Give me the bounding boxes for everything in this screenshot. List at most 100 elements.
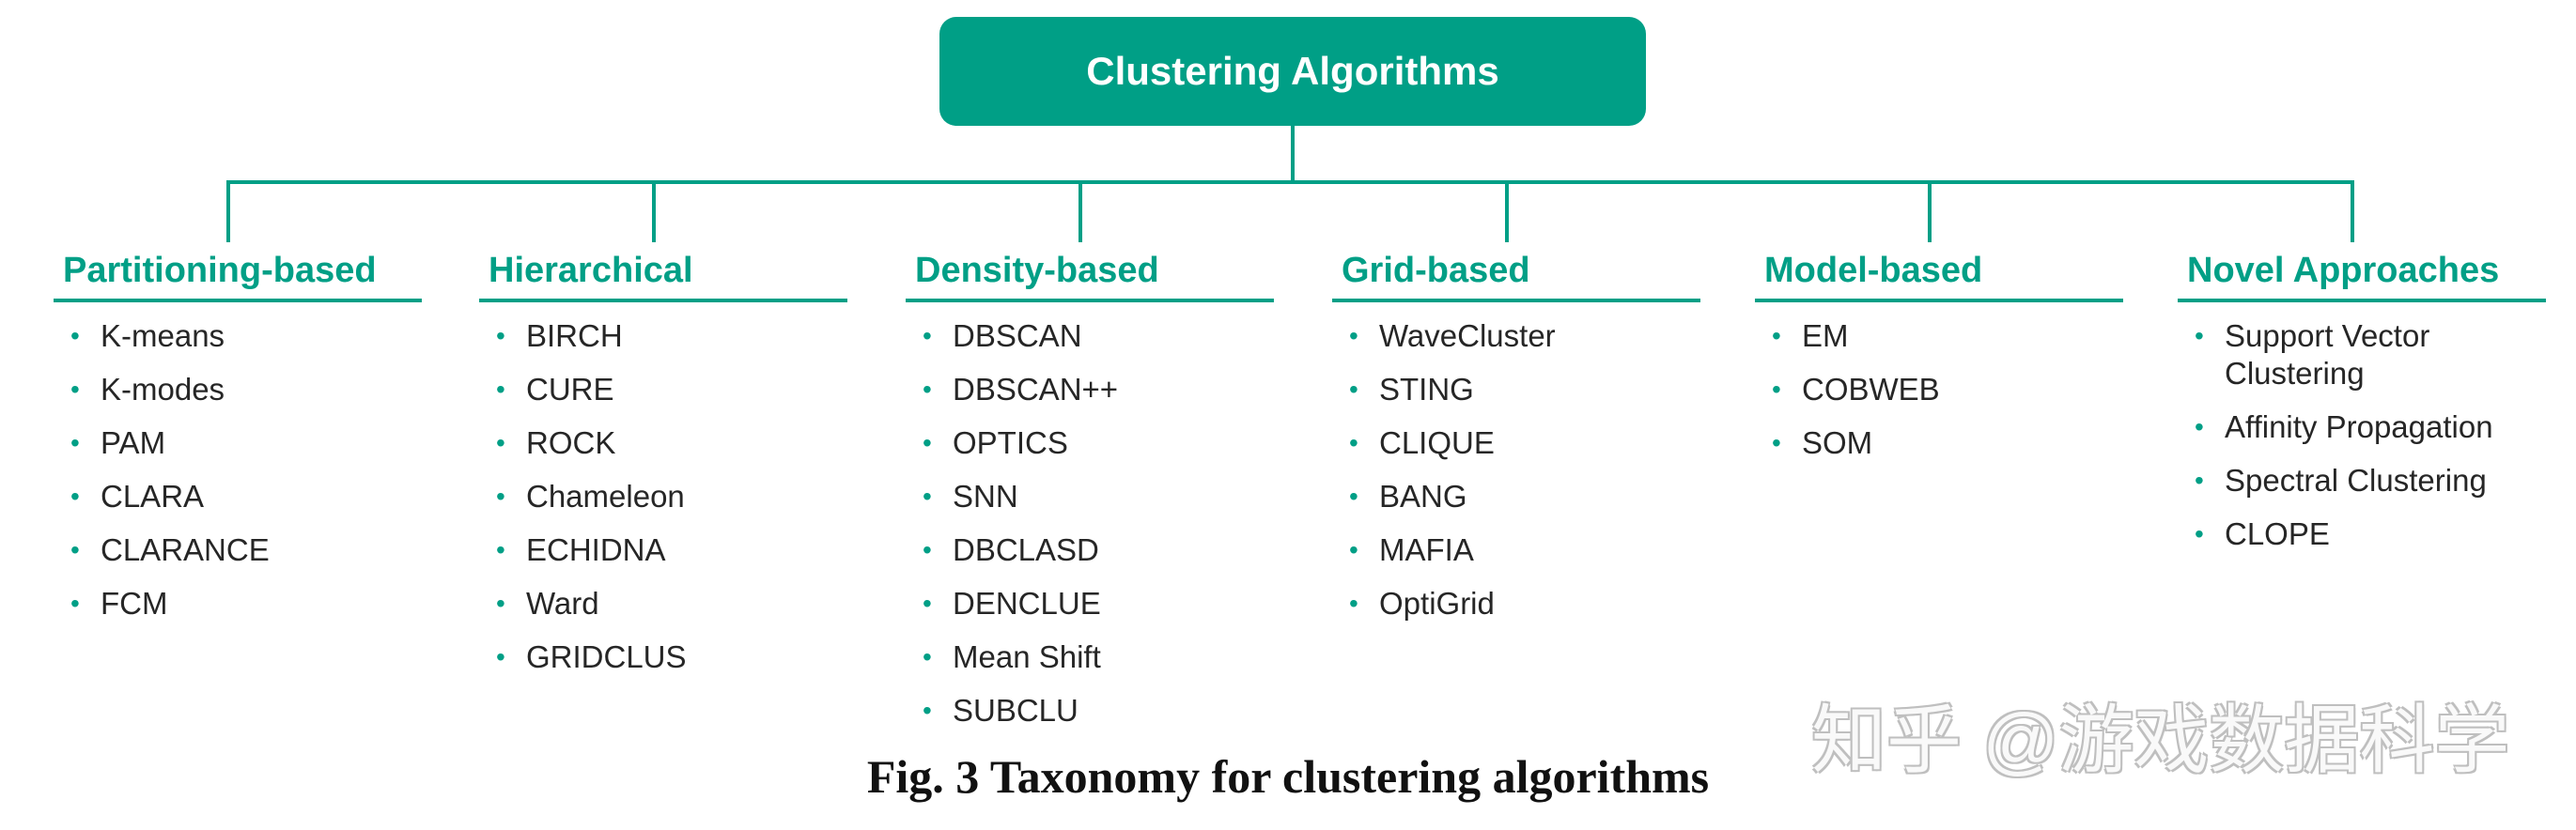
algorithm-item: •SOM — [1755, 424, 2123, 462]
category-underline — [54, 299, 422, 302]
watermark: 知乎 @游戏数据科学 — [1811, 699, 2510, 782]
bullet-icon: • — [70, 375, 80, 404]
algorithm-label: ROCK — [526, 425, 616, 460]
algorithm-label: EM — [1802, 318, 1849, 353]
algorithm-item: • Ward — [479, 585, 847, 622]
category-underline — [906, 299, 1274, 302]
algorithm-label: STING — [1379, 372, 1474, 407]
category-column: Grid-based • WaveCluster •STING • CLIQUE • BANG… — [1332, 242, 1700, 638]
algorithm-label: BIRCH — [526, 318, 623, 353]
algorithm-item: • BIRCH — [479, 317, 847, 355]
branch-drop-3 — [1079, 180, 1082, 242]
bullet-icon: • — [1772, 428, 1781, 457]
bullet-icon: • — [1349, 589, 1358, 618]
category-column: Hierarchical•BIRCH•CURE•ROCK•Chameleon•E… — [479, 242, 847, 692]
algorithm-label: CLIQUE — [1379, 425, 1495, 460]
algorithm-item: •CURE — [479, 371, 847, 408]
bullet-icon: • — [1349, 321, 1358, 350]
branch-drop-4 — [1505, 180, 1509, 242]
algorithm-label: FCM — [101, 586, 168, 621]
algorithm-item: • ECHIDNA — [479, 531, 847, 569]
root-stem — [1291, 126, 1295, 182]
algorithm-item: •GRIDCLUS — [479, 638, 847, 676]
bullet-icon: • — [923, 696, 932, 725]
algorithm-label: K-means — [101, 318, 225, 353]
algorithm-item: •Chameleon — [479, 478, 847, 515]
algorithm-item: •K-modes — [54, 371, 422, 408]
branch-drop-5 — [1928, 180, 1932, 242]
bullet-icon: • — [923, 642, 932, 671]
bullet-icon: • — [496, 321, 505, 350]
category-underline — [479, 299, 847, 302]
bullet-icon: • — [70, 321, 80, 350]
category-column: Density-based•DBSCAN•DBSCAN++•OPTICS•SNN… — [906, 242, 1274, 745]
algorithm-item: • ROCK — [479, 424, 847, 462]
category-title: Hierarchical — [489, 251, 693, 290]
algorithm-label: Support Vector Clustering — [2225, 318, 2430, 391]
bullet-icon: • — [496, 482, 505, 511]
algorithm-label: WaveCluster — [1379, 318, 1556, 353]
algorithm-item: • DENCLUE — [906, 585, 1274, 622]
bullet-icon: • — [70, 428, 80, 457]
algorithm-label: SNN — [953, 479, 1018, 514]
root-label: Clustering Algorithms — [1086, 49, 1499, 93]
algorithm-list: • EM •COBWEB •SOM — [1755, 302, 2123, 462]
algorithm-label: DBSCAN — [953, 318, 1082, 353]
algorithm-label: ECHIDNA — [526, 532, 666, 567]
algorithm-item: •FCM — [54, 585, 422, 622]
algorithm-item: • DBSCAN — [906, 317, 1274, 355]
bullet-icon: • — [923, 428, 932, 457]
bullet-icon: • — [70, 482, 80, 511]
root-node: Clustering Algorithms — [939, 17, 1646, 126]
bullet-icon: • — [70, 535, 80, 564]
algorithm-item: •COBWEB — [1755, 371, 2123, 408]
algorithm-label: DENCLUE — [953, 586, 1101, 621]
algorithm-label: Affinity Propagation — [2225, 409, 2493, 444]
algorithm-item: • CLOPE — [2178, 515, 2546, 553]
algorithm-list: •K-means•K-modes•PAM•CLARA•CLARANCE•FCM — [54, 302, 422, 622]
algorithm-list: • WaveCluster •STING • CLIQUE • BANG •MAFIA • Opt… — [1332, 302, 1700, 622]
figure-caption: Fig. 3 Taxonomy for clustering algorithm… — [866, 750, 1710, 803]
algorithm-item: • Mean Shift — [906, 638, 1274, 676]
bullet-icon: • — [923, 321, 932, 350]
horizontal-bus — [226, 180, 2354, 184]
algorithm-item: •DBSCAN++ — [906, 371, 1274, 408]
algorithm-item: • WaveCluster — [1332, 317, 1700, 355]
bullet-icon: • — [1772, 321, 1781, 350]
bullet-icon: • — [923, 535, 932, 564]
algorithm-label: CLOPE — [2225, 516, 2330, 551]
algorithm-item: • K-means — [54, 317, 422, 355]
algorithm-item: •Support Vector Clustering — [2178, 317, 2546, 392]
branch-drop-1 — [226, 180, 230, 242]
algorithm-item: •Affinity Propagation — [2178, 408, 2546, 446]
bullet-icon: • — [496, 535, 505, 564]
bullet-icon: • — [496, 589, 505, 618]
bullet-icon: • — [923, 375, 932, 404]
category-title: Grid-based — [1342, 251, 1530, 290]
branch-drop-2 — [652, 180, 656, 242]
category-title: Novel Approaches — [2187, 251, 2500, 290]
algorithm-list: •Support Vector Clustering•Affinity Prop… — [2178, 302, 2546, 553]
algorithm-label: PAM — [101, 425, 166, 460]
algorithm-item: • DBCLASD — [906, 531, 1274, 569]
algorithm-label: Mean Shift — [953, 639, 1101, 674]
algorithm-label: Ward — [526, 586, 599, 621]
bullet-icon: • — [1349, 482, 1358, 511]
bullet-icon: • — [923, 589, 932, 618]
bullet-icon: • — [923, 482, 932, 511]
algorithm-item: •MAFIA — [1332, 531, 1700, 569]
bullet-icon: • — [1772, 375, 1781, 404]
algorithm-label: MAFIA — [1379, 532, 1474, 567]
algorithm-label: GRIDCLUS — [526, 639, 687, 674]
category-title: Partitioning-based — [63, 251, 377, 290]
bullet-icon: • — [496, 428, 505, 457]
algorithm-label: BANG — [1379, 479, 1467, 514]
algorithm-item: •STING — [1332, 371, 1700, 408]
algorithm-label: OptiGrid — [1379, 586, 1495, 621]
bullet-icon: • — [2195, 519, 2204, 548]
bullet-icon: • — [2195, 466, 2204, 495]
algorithm-label: DBCLASD — [953, 532, 1099, 567]
category-underline — [1332, 299, 1700, 302]
algorithm-label: CURE — [526, 372, 614, 407]
